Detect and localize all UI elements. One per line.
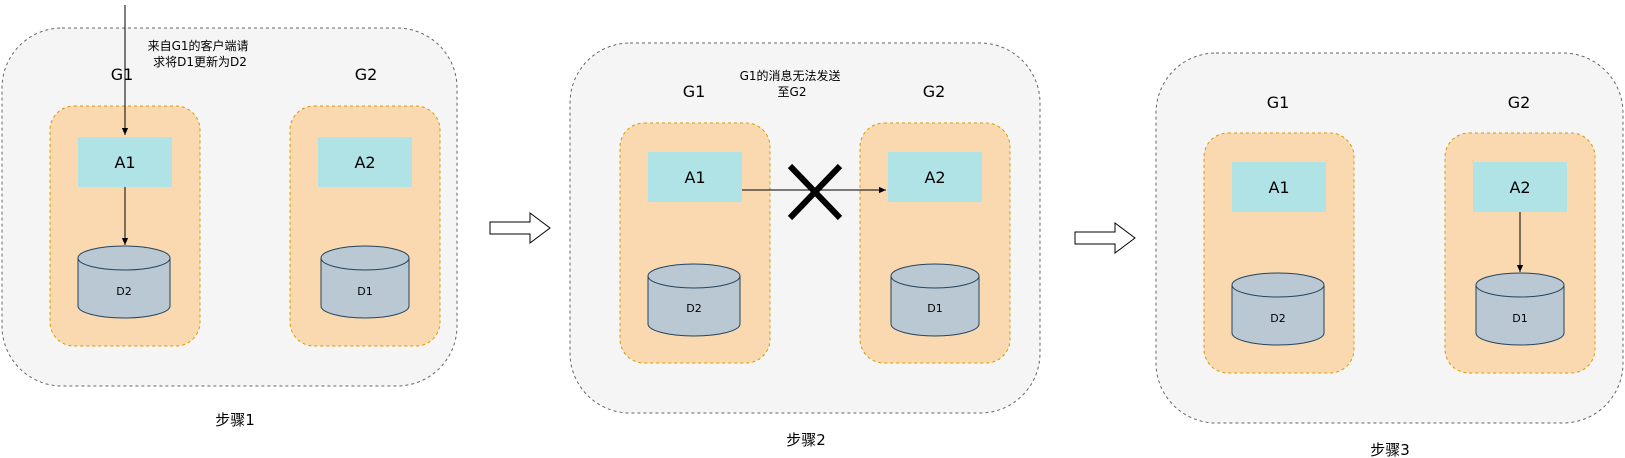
step-1-app-a1-label: A1 [114,153,135,172]
step-3-db-2 [1475,272,1565,346]
step-3-db-1-label: D2 [1270,312,1285,325]
step-1-app-a2 [318,137,412,187]
step-3-group-2-label: G2 [1508,93,1531,112]
step-1-app-a2-label: A2 [354,153,375,172]
step-1-group-1-label: G1 [111,65,134,84]
step-2-annotation-line-1: G1的消息无法发送 [740,68,841,83]
step-2-app-a1 [648,152,742,202]
step-2-group-2-label: G2 [923,82,946,101]
step-transition-arrow-1 [489,212,551,244]
step-2-annotation-line-2: 至G2 [778,85,807,99]
step-2-app-a1-label: A1 [684,168,705,187]
step-1-db-2-label: D1 [357,285,372,298]
step-1-annotation-line-2: 求将D1更新为D2 [153,54,247,69]
step-3-app-a1-label: A1 [1268,178,1289,197]
step-3-caption: 步骤3 [1370,441,1410,458]
step-1-annotation-line-1: 来自G1的客户端请 [148,38,249,53]
step-2-db-1-label: D2 [686,302,701,315]
step-3-group-1-label: G1 [1267,93,1290,112]
step-1-db-1-label: D2 [116,285,131,298]
step-3-app-a2-label: A2 [1509,178,1530,197]
step-1-group-2-label: G2 [355,65,378,84]
step-2-caption: 步骤2 [786,431,826,449]
step-1-app-a1 [78,137,172,187]
step-2-app-a2 [888,152,982,202]
step-3-app-a1 [1232,162,1326,212]
step-1-caption: 步骤1 [215,411,255,429]
step-2-app-a2-label: A2 [924,168,945,187]
step-2-db-2 [890,263,980,337]
step-3-panel: G1 G2 A1 A2 D2 D1 步骤3 [1155,52,1624,458]
step-1-db-2 [320,245,410,319]
step-3-app-a2 [1473,162,1567,212]
step-transition-arrow-2 [1074,222,1136,254]
step-2-annotation: G1的消息无法发送 至G2 [740,68,845,99]
step-2-group-1-label: G1 [683,82,706,101]
step-1-db-1 [77,245,171,319]
step-1-panel: G1 G2 A1 A2 D2 D1 来自G1的客户端请 求将D1更新为D2 步骤… [1,5,458,429]
step-3-db-2-label: D1 [1512,312,1527,325]
step-2-db-1 [647,263,741,337]
step-2-blocked-x-icon [787,163,843,221]
step-1-annotation: 来自G1的客户端请 求将D1更新为D2 [148,38,253,69]
step-2-panel: G1 G2 A1 A2 D2 D1 G1的消息无法发送 至G2 步骤2 [569,42,1041,449]
step-2-db-2-label: D1 [927,302,942,315]
step-3-db-1 [1231,272,1325,346]
